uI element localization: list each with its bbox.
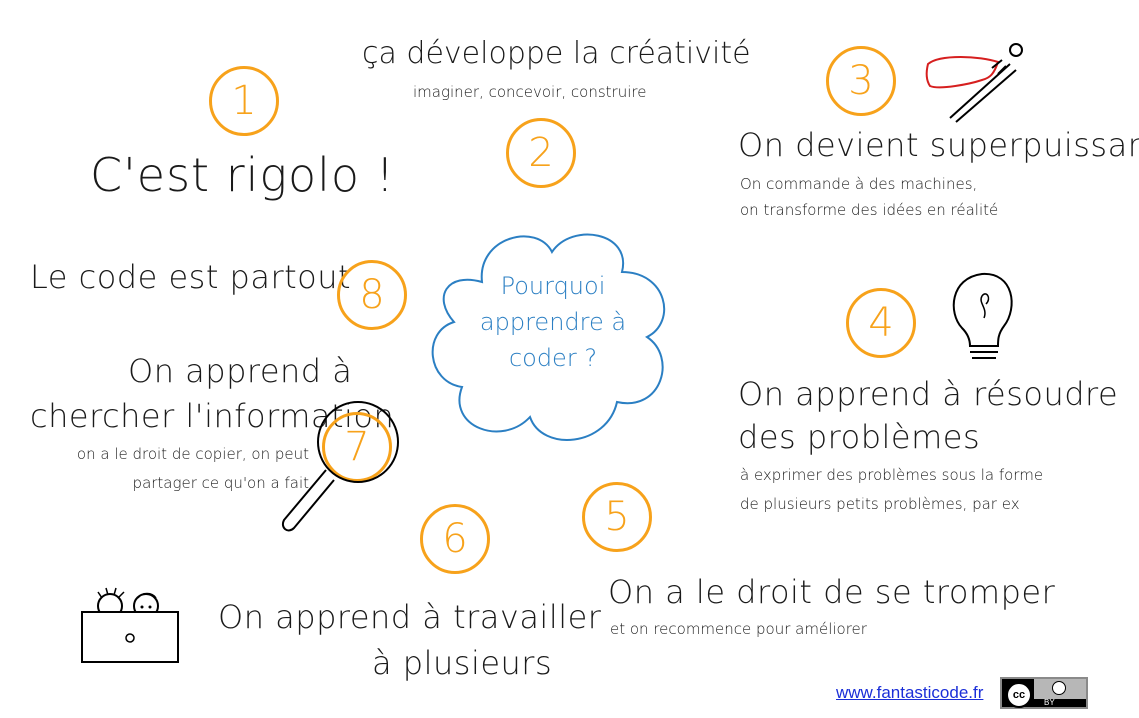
item-superpower-sub1: On commande à des machines, [740, 175, 978, 193]
number-2: 2 [506, 118, 576, 188]
item-superpower: On devient superpuissant ! [738, 126, 1139, 164]
item-code-everywhere: Le code est partout [30, 258, 352, 296]
cloud-title: Pourquoi apprendre à coder ? [478, 268, 628, 376]
website-link[interactable]: www.fantasticode.fr [836, 683, 984, 702]
item-superpower-sub2: on transforme des idées en réalité [740, 201, 999, 219]
item-team-line1: On apprend à travailler [218, 598, 602, 636]
item-mistakes-sub: et on recommence pour améliorer [610, 620, 867, 638]
item-mistakes: On a le droit de se tromper [608, 573, 1056, 611]
number-4: 4 [846, 288, 916, 358]
number-1: 1 [209, 66, 279, 136]
item-problems-line2: des problèmes [738, 418, 981, 456]
cloud-line-2: apprendre à [479, 308, 627, 336]
number-7: 7 [322, 412, 392, 482]
item-info-sub2: partager ce qu'on a fait [132, 474, 309, 492]
item-problems-sub1: à exprimer des problèmes sous la forme [740, 466, 1044, 484]
number-3: 3 [826, 46, 896, 116]
cloud-line-3: coder ? [508, 344, 598, 372]
item-team-line2: à plusieurs [372, 644, 553, 682]
number-5: 5 [582, 482, 652, 552]
by-badge-top [1034, 679, 1086, 699]
item-creativity: ça développe la créativité [362, 36, 751, 71]
item-problems-sub2: de plusieurs petits problèmes, par ex [740, 495, 1020, 513]
item-info-line1: On apprend à [128, 352, 353, 390]
laptop-kids-icon [81, 587, 179, 663]
item-problems-line1: On apprend à résoudre [738, 375, 1119, 413]
item-fun: C'est rigolo ! [90, 148, 396, 202]
cloud-icon [431, 233, 666, 441]
superhero-icon [925, 43, 1023, 123]
number-6: 6 [420, 504, 490, 574]
item-info-sub1: on a le droit de copier, on peut [76, 445, 309, 463]
cc-by-license-icon: cc BY [1000, 677, 1088, 709]
attribution-icon [1052, 681, 1066, 695]
cloud-line-1: Pourquoi [500, 272, 606, 300]
lightbulb-icon [952, 272, 1013, 359]
by-label: BY [1044, 698, 1055, 707]
item-creativity-sub: imaginer, concevoir, construire [413, 83, 647, 101]
number-8: 8 [337, 260, 407, 330]
magnifier-icon [282, 401, 399, 532]
cc-badge: cc [1006, 682, 1032, 708]
